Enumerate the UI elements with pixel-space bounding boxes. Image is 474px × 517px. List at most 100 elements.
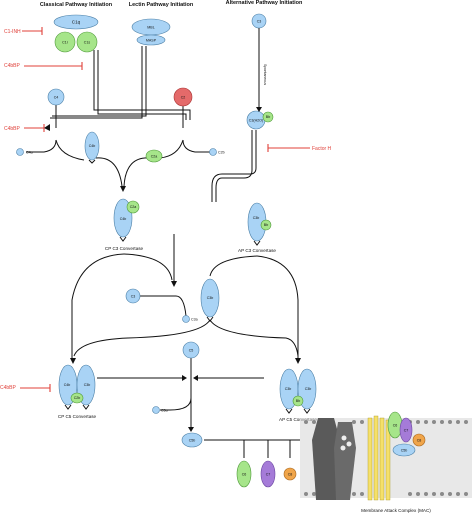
cp-c3-to-c3b-line	[123, 253, 173, 281]
masp-to-c4-line-2	[52, 46, 147, 117]
mac-c5b-shape	[392, 443, 416, 457]
c2-to-c2a-line	[159, 139, 184, 159]
classical-pathway-header: Classical Pathway Initiation	[40, 2, 113, 8]
c1r-label: C1r	[62, 41, 69, 45]
c5a-label: C5a	[161, 409, 168, 413]
c9-pore	[367, 415, 391, 501]
c5-label: C5	[189, 349, 194, 353]
c4b-free-label: C4b	[89, 144, 96, 148]
c4b-to-cp-c3-line	[95, 157, 123, 187]
membrane-protein-dots	[340, 435, 352, 451]
c1-inh-label: C1-INH	[4, 29, 21, 35]
ap-c5-c3b-2-label: C3b	[305, 387, 312, 391]
c3h2o-to-ap-c3-line	[211, 130, 257, 202]
ap-c5-c3b-1-label: C3b	[285, 387, 292, 391]
ap-c3-bb-shape	[260, 219, 272, 231]
pore-rod-2	[373, 415, 379, 501]
c2b-shape	[209, 148, 217, 156]
masp-shape	[136, 34, 166, 46]
c3-top-label: C3	[257, 20, 262, 24]
ap-c3-bb-label: Bb	[264, 223, 268, 227]
c3h2o-label: C3(H2O)	[249, 119, 263, 123]
membrane-protein-1	[312, 418, 340, 500]
pore-rod-3	[379, 417, 385, 501]
cp-c5-title: CP C5 Convertase	[58, 414, 97, 419]
cp-c5-c2b-label: C2b	[74, 396, 81, 400]
c1s-label: C1s	[84, 41, 91, 45]
cp-c3-c2a-label: C2a	[130, 205, 137, 209]
cp-c3-c2a-shape	[126, 200, 140, 214]
spontaneous-arrowhead	[256, 107, 262, 112]
mac-title: Membrane Attack Complex (MAC)	[361, 508, 431, 513]
ap-c5-anchors	[285, 408, 311, 414]
c5-to-c5a-line	[160, 397, 192, 411]
c8-label: C8	[288, 473, 293, 477]
cp-c3-title: CP C3 Convertase	[105, 246, 144, 251]
c2a-free-label: C2a	[151, 155, 158, 159]
membrane-attack-complex: C6 C7 C8 C5b Membrane Attack Complex (MA…	[300, 411, 472, 513]
c3a-shape	[182, 315, 190, 323]
factor-h-inhibitor: Factor H	[267, 144, 332, 152]
c3b-to-cp-c5-line	[73, 319, 211, 357]
cp-c5-to-c5-arrowhead	[182, 375, 187, 381]
c3h2o-to-ap-c3-line-2	[215, 130, 253, 202]
c8-shape	[283, 467, 297, 481]
ap-c5-title: AP C5 Convertase	[279, 417, 317, 422]
mbl-masp-complex: MBL MASP	[131, 18, 171, 46]
c4a-label: C4a	[26, 151, 33, 155]
c7-shape	[260, 460, 276, 488]
c5b-shape	[181, 432, 203, 448]
c2-label: C2	[181, 96, 186, 100]
c1r-shape	[54, 31, 76, 53]
c3-mid-shape	[125, 288, 141, 304]
bb-top-shape	[262, 111, 274, 123]
ap-c3-to-c3b-line	[209, 255, 258, 277]
c4a-shape	[16, 148, 24, 156]
lectin-pathway-header: Lectin Pathway Initiation	[129, 2, 194, 8]
c4bp-target-arrow	[44, 124, 50, 131]
c4bp-inhibitor-2: C4bBP	[4, 124, 45, 132]
alternative-pathway-header: Alternative Pathway Initiation	[226, 0, 303, 6]
c4-to-c4a-line	[26, 139, 57, 153]
ap-c5-convertase: C3b C3b Bb AP C5 Convertase	[279, 368, 317, 422]
c4b-free-shape	[84, 131, 100, 161]
c1-inh-inhibitor: C1-INH	[4, 27, 43, 35]
c2-shape	[173, 87, 193, 107]
c3b-mid-anchor	[206, 316, 214, 322]
cp-c3-convertase: C4b C2a CP C3 Convertase	[105, 198, 144, 251]
cp-c5-arrowhead	[70, 358, 76, 364]
pore-rod-4	[385, 419, 391, 501]
c7-label: C7	[266, 473, 271, 477]
cp-c3-c4b-label: C4b	[120, 217, 127, 221]
masp-to-c4-line	[50, 46, 143, 119]
mbl-label: MBL	[147, 26, 154, 30]
c3b-to-ap-c5-line	[209, 319, 299, 357]
c5b-label: C5b	[189, 439, 196, 443]
spontaneous-label: Spontaneous	[263, 64, 267, 85]
ap-c3-anchor	[253, 240, 261, 246]
c3a-label: C3a	[191, 318, 198, 322]
c4-shape	[47, 88, 65, 106]
c4bp-inhibitor-3: C4bBP	[0, 384, 51, 392]
ap-c5-bb-shape	[292, 395, 304, 407]
cp-c5-c3b-label: C3b	[84, 383, 91, 387]
c2a-to-cp-c3-line	[123, 157, 151, 187]
ap-c5-bb-label: Bb	[296, 399, 300, 403]
c6-shape	[236, 460, 252, 488]
initiation-arrows	[26, 28, 262, 202]
mac-c8-label: C8	[417, 439, 422, 443]
c4-to-c4b-line	[55, 139, 85, 161]
c5a-shape	[152, 406, 160, 414]
ap-c5-to-c5-arrowhead	[193, 375, 198, 381]
cp-c5-anchors	[64, 404, 90, 410]
center-arrowhead	[171, 281, 177, 287]
masp-label: MASP	[146, 39, 157, 43]
cp-c3-anchor	[119, 236, 127, 242]
mac-c6-label: C6	[393, 424, 398, 428]
c1s-shape	[76, 31, 98, 53]
cp-c5-c2b-shape	[70, 392, 84, 404]
c4bp-label-2: C4bBP	[4, 126, 21, 132]
ap-c3-c3b-label: C3b	[253, 216, 260, 220]
c1q-label: C1q	[72, 20, 81, 25]
